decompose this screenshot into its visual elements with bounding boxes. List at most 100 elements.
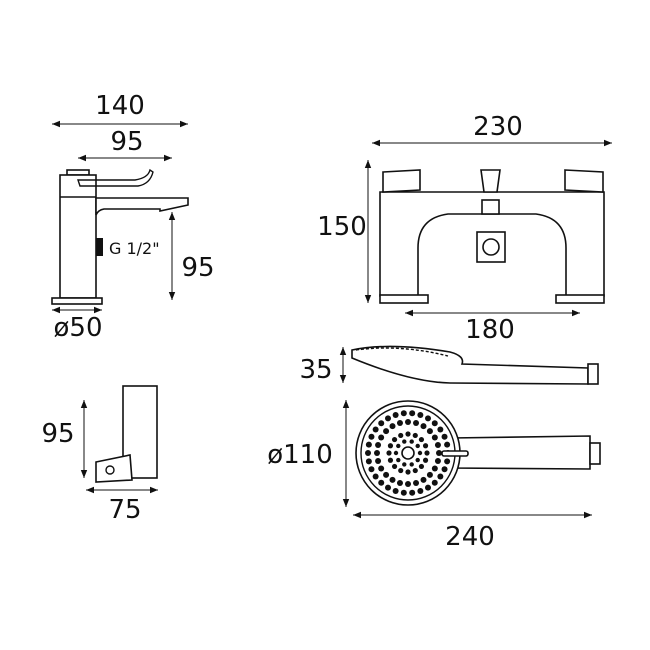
nozzle	[385, 484, 391, 491]
spray-selector	[441, 450, 469, 457]
dim-connection: G 1/2"	[109, 239, 160, 258]
nozzle	[418, 436, 425, 443]
diverter-stem	[481, 199, 500, 215]
nozzle	[405, 481, 411, 487]
nozzle	[392, 488, 399, 495]
nozzle	[374, 450, 380, 456]
handset-side	[351, 345, 589, 385]
right-foot	[555, 294, 605, 304]
nozzle	[365, 458, 372, 465]
nozzle	[444, 441, 451, 448]
nozzle	[378, 434, 385, 441]
nozzle	[426, 471, 433, 478]
nozzle	[409, 410, 416, 417]
nozzle	[413, 479, 420, 486]
nozzle	[434, 458, 441, 465]
nozzle	[378, 465, 385, 472]
nozzle	[385, 415, 391, 422]
nozzle	[418, 463, 425, 470]
nozzle	[368, 466, 375, 473]
holder-drawing: 95 75	[41, 385, 158, 525]
nozzle	[383, 471, 390, 478]
nozzle	[378, 479, 385, 486]
nozzle	[387, 443, 394, 449]
nozzle	[396, 420, 403, 427]
handset-handle	[448, 435, 591, 470]
nozzle	[383, 428, 390, 435]
dim-mixer-centres: 180	[465, 315, 515, 345]
tap-body	[59, 174, 97, 299]
lever-handle	[77, 168, 154, 187]
nozzle	[378, 420, 385, 427]
handset-side-drawing: 35	[299, 345, 599, 385]
nozzle	[409, 489, 416, 496]
nozzle	[405, 469, 411, 475]
dim-mixer-width: 230	[473, 112, 523, 142]
nozzle	[444, 458, 451, 465]
nozzle	[402, 439, 407, 444]
nozzle	[389, 423, 396, 430]
nozzle	[386, 450, 392, 456]
nozzle	[405, 431, 411, 437]
nozzle	[415, 443, 420, 449]
nozzle	[372, 473, 379, 480]
nozzle	[441, 466, 448, 473]
dim-basin-width: 140	[95, 91, 145, 121]
nozzle	[389, 476, 396, 483]
nozzle	[412, 467, 418, 474]
nozzle	[420, 476, 427, 483]
nozzle	[417, 488, 424, 495]
nozzle	[436, 450, 442, 456]
nozzle	[365, 441, 372, 448]
nozzle	[405, 419, 411, 425]
nozzle	[375, 458, 382, 465]
nozzle	[431, 465, 438, 472]
dim-basin-reach: 95	[110, 127, 143, 157]
nozzle	[424, 450, 430, 456]
nozzle	[426, 428, 433, 435]
centre-nozzle	[401, 446, 415, 460]
dim-holder-width: 75	[108, 495, 141, 525]
nozzle	[425, 484, 431, 491]
nozzle	[422, 457, 429, 463]
nozzle	[415, 457, 420, 463]
nozzle	[372, 426, 379, 433]
nozzle	[391, 463, 398, 470]
nozzle	[396, 443, 401, 449]
bath-mixer-drawing: 230 150 180	[317, 112, 612, 345]
nozzle	[431, 479, 438, 486]
nozzle	[409, 439, 414, 444]
nozzle	[375, 441, 382, 448]
nozzle	[365, 450, 371, 456]
tap-base	[51, 297, 103, 305]
nozzle	[398, 432, 404, 439]
nozzle	[409, 462, 414, 467]
nozzle	[402, 462, 407, 467]
nozzle	[412, 432, 418, 439]
nozzle	[420, 423, 427, 430]
nozzle	[425, 415, 431, 422]
nozzle	[417, 450, 423, 456]
nozzle	[437, 473, 444, 480]
nozzle	[431, 420, 438, 427]
nozzle	[396, 457, 401, 463]
dim-handset-length: 240	[445, 522, 495, 552]
nozzle	[391, 436, 398, 443]
right-handle	[564, 169, 604, 193]
shower-outlet	[482, 238, 500, 256]
handset-front-drawing: ø110 240	[267, 400, 601, 552]
nozzle	[392, 411, 399, 418]
nozzle	[431, 434, 438, 441]
spray-nozzles	[365, 410, 451, 496]
diverter	[480, 169, 501, 193]
nozzle	[400, 489, 407, 496]
connection-thread	[96, 238, 103, 256]
nozzle	[437, 426, 444, 433]
dim-base-diameter: ø50	[54, 313, 103, 343]
nozzle	[368, 433, 375, 440]
dim-mixer-height: 150	[317, 212, 367, 242]
left-foot	[379, 294, 429, 304]
nozzle	[396, 479, 403, 486]
nozzle	[422, 443, 429, 449]
